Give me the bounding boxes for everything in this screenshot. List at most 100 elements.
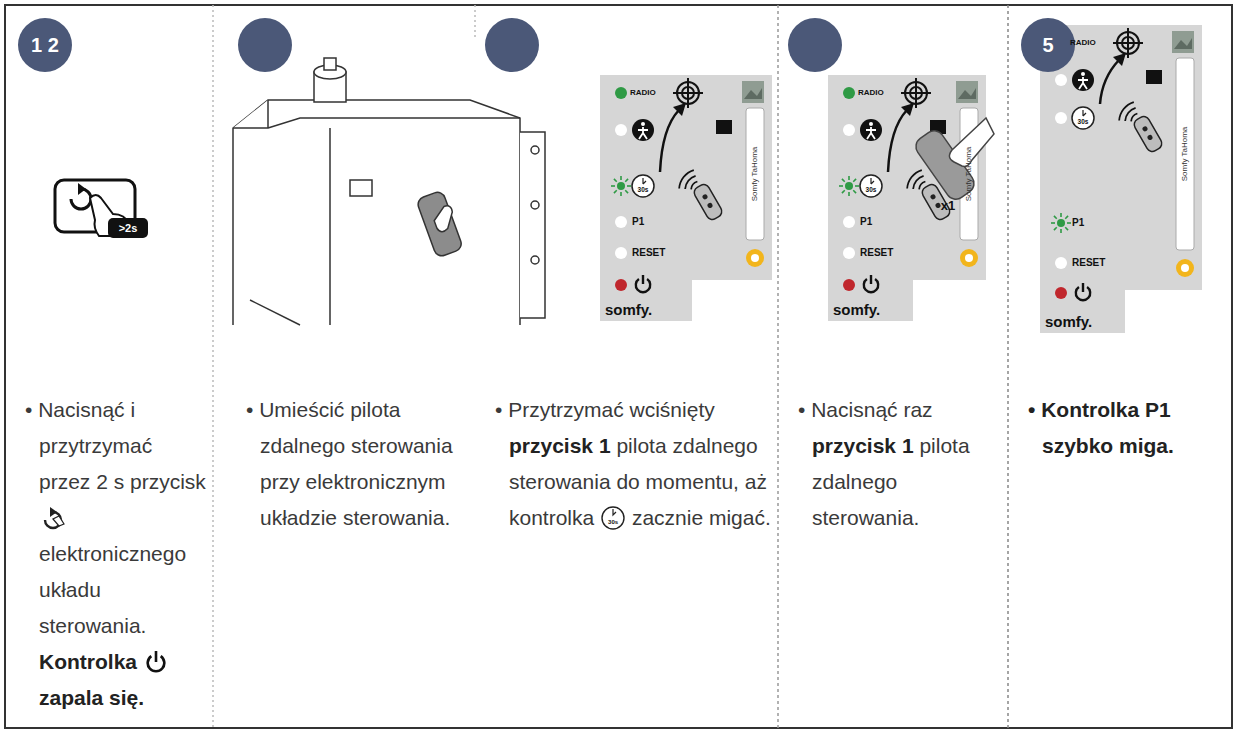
led-ray <box>625 179 628 182</box>
duration-tag: >2s <box>119 223 138 234</box>
led-ray <box>625 190 628 193</box>
remote-icon <box>692 182 724 221</box>
step-circle <box>485 18 539 72</box>
step-number: 1 2 <box>31 34 59 57</box>
panel-label: 30s <box>866 187 877 194</box>
clock-hands <box>643 178 646 184</box>
remote-button <box>1142 125 1149 132</box>
remote-body <box>1132 114 1164 153</box>
controller-housing <box>233 58 545 325</box>
curved-arrow <box>1100 60 1119 104</box>
panel-label: somfy. <box>605 302 652 317</box>
tahoma-button-centre <box>965 254 973 262</box>
radio-wave <box>684 175 696 189</box>
power-bar <box>870 275 872 284</box>
bold-text: przycisk 1 <box>509 434 611 457</box>
bold-text: Kontrolka <box>39 650 137 673</box>
tahoma-button-centre <box>751 254 759 262</box>
clock-hands <box>871 178 874 184</box>
led-ray <box>1065 227 1068 230</box>
radio-wave <box>1118 101 1134 120</box>
power-bar <box>1082 283 1084 292</box>
radio-wave <box>906 169 922 188</box>
led-ray <box>853 190 856 193</box>
led-ray <box>620 176 622 180</box>
status-led <box>843 124 855 136</box>
tahoma-button-centre <box>1181 264 1189 272</box>
step-badge: 1 2 <box>18 18 72 72</box>
tahoma-button <box>746 249 764 267</box>
arrowhead <box>673 103 686 116</box>
panel-label: RESET <box>1072 258 1105 268</box>
panel-label: somfy. <box>1045 314 1092 329</box>
pedestrian-icon <box>860 119 882 141</box>
target-icon <box>673 78 703 108</box>
photo-thumb <box>742 81 764 103</box>
led-ray <box>611 185 615 187</box>
panel-label: P1 <box>1072 218 1084 228</box>
bracket-hole <box>531 256 539 264</box>
photo-detail <box>958 88 976 99</box>
status-led <box>843 216 855 228</box>
gate-icon <box>716 120 732 134</box>
photo-detail <box>744 88 762 99</box>
step-panel: • Umieścić pilota zdalnego sterowania pr… <box>213 5 475 728</box>
remote-in-hand <box>416 189 466 258</box>
bold-text: przycisk 1 <box>812 434 914 457</box>
clock-icon <box>632 175 654 197</box>
panel-divider <box>1007 5 1009 728</box>
led-ray <box>842 190 845 193</box>
power-icon <box>143 650 169 674</box>
clock-symbol: 30s <box>600 506 626 530</box>
power-bar <box>155 651 158 662</box>
step-badge: 5 <box>1021 18 1075 72</box>
step-panel: 1 2• Nacisnąć i przytrzymać przez 2 s pr… <box>5 5 213 728</box>
body-text: • Umieścić pilota zdalnego sterowania pr… <box>246 398 453 529</box>
led-ray <box>1065 216 1068 219</box>
blinking-led <box>839 176 859 196</box>
cable <box>250 300 300 325</box>
curved-arrow <box>888 110 907 172</box>
target-cross <box>673 78 703 108</box>
led-ray <box>855 185 859 187</box>
remote-button <box>1147 134 1154 141</box>
timer-label: 30s <box>600 519 626 525</box>
clock-icon <box>600 506 626 530</box>
status-led <box>615 87 627 99</box>
panel-label: Somfy TaHoma <box>751 147 759 202</box>
clock-icon <box>860 175 882 197</box>
panel-face <box>828 75 986 321</box>
led-ray <box>853 179 856 182</box>
curved-arrow <box>660 110 679 172</box>
power-symbol <box>143 650 169 674</box>
side-bracket <box>520 132 545 318</box>
button-icon <box>55 180 148 238</box>
panel-face <box>600 75 772 321</box>
pedestrian-figure <box>638 127 648 139</box>
status-led <box>1055 257 1067 269</box>
bracket-hole <box>531 146 539 154</box>
status-led <box>843 247 855 259</box>
press-count: x1 <box>941 199 955 212</box>
remote-button <box>930 193 937 200</box>
pedestrian-figure <box>1078 77 1088 89</box>
remote-button <box>702 193 709 200</box>
step-panel: • Nacisnąć raz przycisk 1 pilota zdalneg… <box>778 5 1008 728</box>
led-ray <box>614 190 617 193</box>
radio-wave <box>678 169 694 188</box>
photo-thumb <box>956 81 978 103</box>
status-led <box>1055 287 1067 299</box>
body-text: • Przytrzymać wciśnięty <box>495 398 715 421</box>
led-ray <box>842 179 845 182</box>
post-top <box>324 58 336 70</box>
pedestrian-head <box>1081 72 1085 76</box>
arrowhead <box>1113 53 1126 66</box>
arrowhead <box>901 103 914 116</box>
panel-label: somfy. <box>833 302 880 317</box>
blinking-led <box>611 176 631 196</box>
led-core <box>845 182 853 190</box>
control-panel <box>600 75 772 321</box>
led-core <box>617 182 625 190</box>
step-circle <box>238 18 292 72</box>
